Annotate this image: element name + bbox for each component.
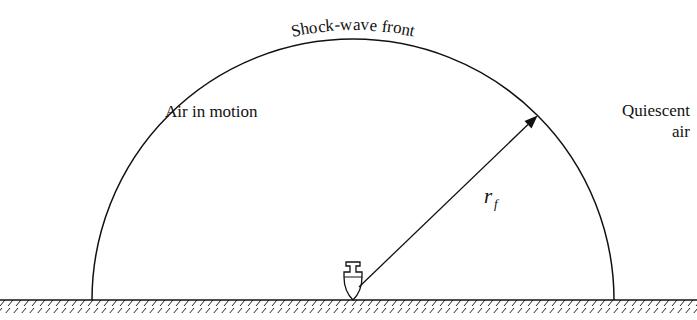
ground-hatching: [0, 300, 697, 313]
letter: e: [369, 16, 378, 34]
letter: -: [334, 16, 341, 33]
region-label: Air in motion: [165, 101, 258, 122]
radius-symbol: f: [494, 196, 498, 212]
bomb-symbol: [344, 262, 362, 300]
letter: w: [340, 16, 353, 33]
letter: k: [325, 17, 335, 35]
radius-symbol: r: [484, 183, 492, 209]
arrowhead: [525, 115, 538, 128]
radius-arrow: [359, 125, 528, 288]
letter: a: [353, 16, 361, 33]
shock-front-arc: [92, 39, 614, 300]
letter: v: [360, 16, 369, 33]
ground-line: [0, 299, 697, 301]
bomb-band: [344, 277, 362, 278]
region-label: Quiescent air: [606, 100, 690, 143]
